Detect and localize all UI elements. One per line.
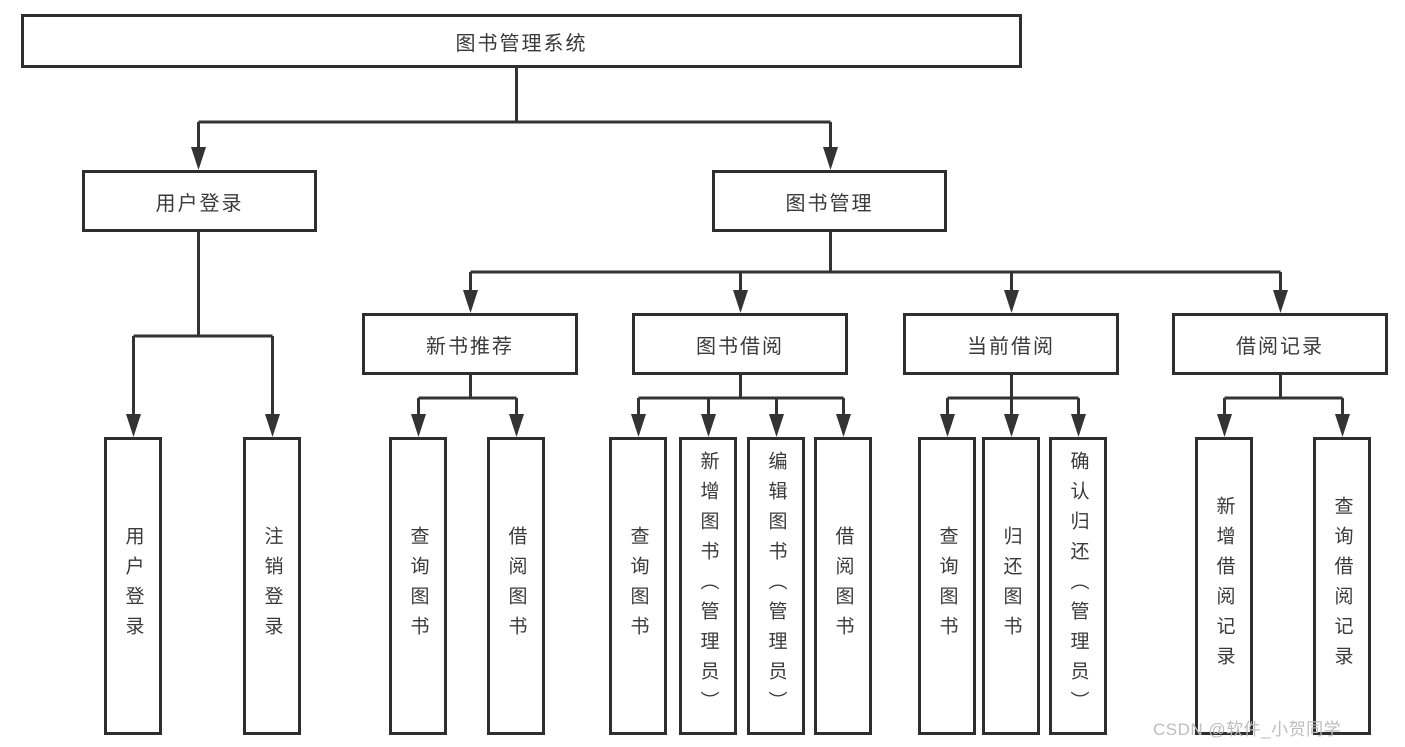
- leaf-records-query-record: 查询借阅记录: [1313, 437, 1371, 735]
- node-book-borrow: 图书借阅: [632, 313, 848, 375]
- leaf-current-confirm-return-admin: 确认归还（管理员）: [1049, 437, 1107, 735]
- connector-current-to-leaves: [940, 375, 1086, 437]
- node-library-management-system: 图书管理系统: [21, 14, 1022, 68]
- connector-book-management-to-level3: [463, 232, 1288, 313]
- leaf-borrow-edit-books-admin: 编辑图书（管理员）: [747, 437, 805, 735]
- leaf-user-logout: 注销登录: [243, 437, 301, 735]
- node-user-login: 用户登录: [82, 170, 317, 232]
- leaf-borrow-borrow-books: 借阅图书: [814, 437, 872, 735]
- node-borrow-records: 借阅记录: [1172, 313, 1388, 375]
- connector-root-to-level2: [191, 68, 838, 170]
- connector-records-to-leaves: [1217, 375, 1350, 437]
- node-book-management: 图书管理: [712, 170, 947, 232]
- leaf-current-query-books: 查询图书: [918, 437, 976, 735]
- connector-borrow-to-leaves: [631, 375, 851, 437]
- leaf-recommend-borrow-books: 借阅图书: [487, 437, 545, 735]
- csdn-watermark: CSDN @软件_小贺同学: [1153, 720, 1342, 739]
- connector-user-login-to-leaves: [126, 232, 280, 437]
- leaf-records-add-record: 新增借阅记录: [1195, 437, 1253, 735]
- connector-recommend-to-leaves: [411, 375, 524, 437]
- leaf-borrow-query-books: 查询图书: [609, 437, 667, 735]
- leaf-user-login: 用户登录: [104, 437, 162, 735]
- leaf-borrow-add-books-admin: 新增图书（管理员）: [679, 437, 737, 735]
- node-current-borrow: 当前借阅: [903, 313, 1119, 375]
- leaf-recommend-query-books: 查询图书: [389, 437, 447, 735]
- leaf-current-return-books: 归还图书: [982, 437, 1040, 735]
- node-new-book-recommend: 新书推荐: [362, 313, 578, 375]
